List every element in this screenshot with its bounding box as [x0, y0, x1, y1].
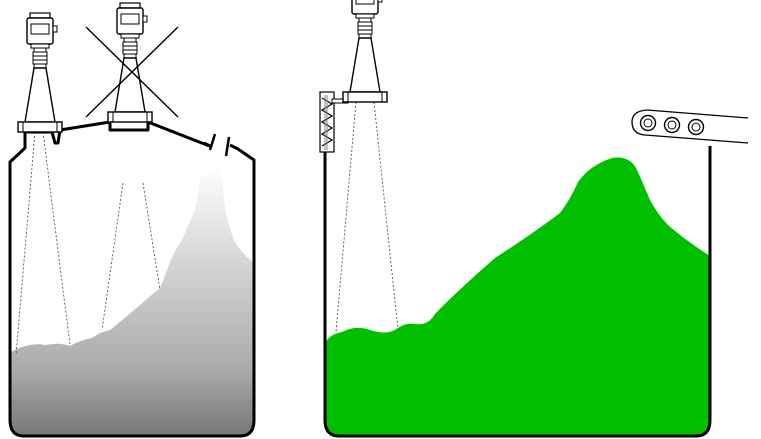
conveyor-belt-icon — [631, 109, 749, 144]
radar-beam — [335, 101, 399, 333]
x-mark-icon — [85, 26, 179, 118]
silo-outline — [8, 120, 256, 438]
radar-level-sensor-incorrect — [107, 2, 153, 123]
radar-beam-correct — [15, 131, 71, 356]
powder-heap — [10, 165, 254, 436]
radar-beam-incorrect — [101, 182, 161, 331]
radar-level-sensor — [17, 12, 63, 133]
bulk-heap — [325, 157, 710, 436]
radar-level-sensor-bin — [342, 0, 388, 103]
side-wall-bracket — [319, 91, 349, 153]
roof-nozzle — [203, 141, 239, 151]
right-bin-panel — [319, 0, 749, 438]
bin-outline — [323, 100, 712, 438]
left-silo-panel — [8, 2, 256, 438]
